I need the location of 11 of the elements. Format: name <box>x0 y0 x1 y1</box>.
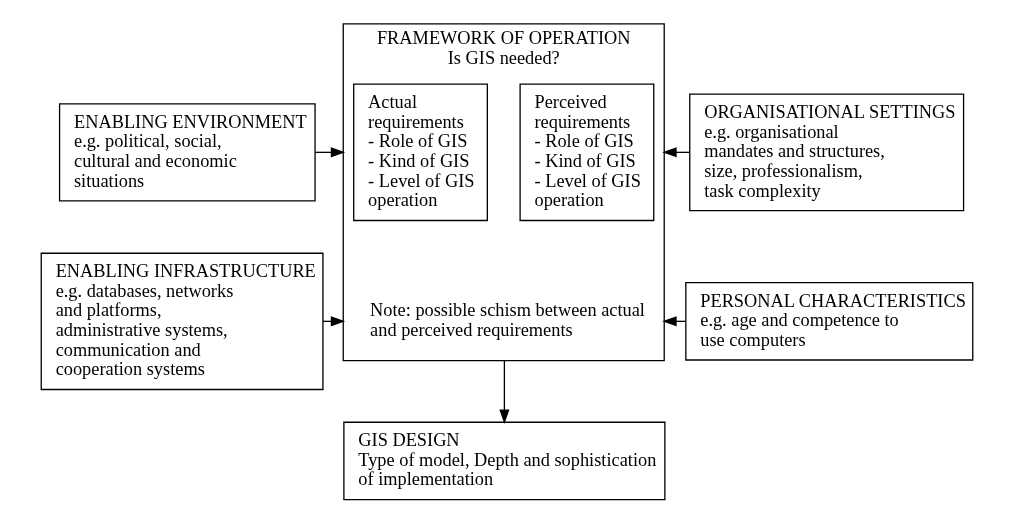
arrow <box>662 316 687 327</box>
node-box: Actual requirements - Role of GIS - Kind of GIS - Level of GIS operation <box>353 83 488 222</box>
arrow <box>499 360 510 425</box>
arrow <box>662 147 691 158</box>
arrow <box>314 147 346 158</box>
node-box: ORGANISATIONAL SETTINGS e.g. organisational mandates and structures, size, professionalism, task complexity <box>689 93 965 212</box>
node-box: ENABLING ENVIRONMENT e.g. political, social, cultural and economic situations <box>58 103 316 202</box>
node-box: PERSONAL CHARACTERISTICS e.g. age and competence to use computers <box>685 282 974 361</box>
node-box: GIS DESIGN Type of model, Depth and sophistication of implementation <box>343 421 666 501</box>
node-box: Perceived requirements - Role of GIS - Kind of GIS - Level of GIS operation <box>519 83 655 222</box>
node-box: ENABLING INFRASTRUCTURE e.g. databases, networks and platforms, administrative systems, communication and cooperation systems <box>40 252 324 391</box>
